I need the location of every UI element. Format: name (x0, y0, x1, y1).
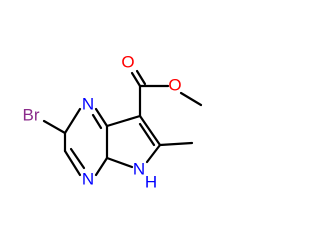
atom-labels: Br N N N H O O (23, 52, 182, 191)
bond-c6-n1h (145, 143, 162, 164)
nh-hydrogen-label: H (145, 172, 157, 191)
bond-c7-c6 (138, 114, 162, 147)
carbonyl-oxygen-label: O (121, 52, 134, 71)
chemical-structure: Br N N N H O O (23, 52, 203, 191)
bond-carbonyl-double (135, 69, 147, 86)
bond-n4-c5 (63, 149, 82, 177)
bond-n1h-c3a (105, 156, 134, 169)
nitrogen-label-bottom: N (82, 169, 94, 188)
nh-nitrogen-label: N (133, 159, 145, 178)
bond-c7a-c7 (105, 114, 142, 128)
bond-c2-n1 (63, 107, 82, 135)
bond-c6-methyl (158, 141, 194, 147)
bond-c3a-n4 (94, 156, 109, 177)
bond-n1-c7a-double (91, 113, 103, 130)
bromine-label: Br (23, 105, 40, 124)
nitrogen-label-top: N (82, 94, 94, 113)
ester-oxygen-label: O (168, 75, 181, 94)
bond-n1-c7a (94, 107, 109, 128)
bond-n4-c5-double (69, 147, 86, 170)
bond-c7-c6-double (138, 122, 156, 147)
bond-methoxy (179, 91, 203, 107)
bond-carbonyl (130, 71, 142, 88)
bond-c2-br (42, 119, 67, 135)
bonds (42, 69, 203, 177)
